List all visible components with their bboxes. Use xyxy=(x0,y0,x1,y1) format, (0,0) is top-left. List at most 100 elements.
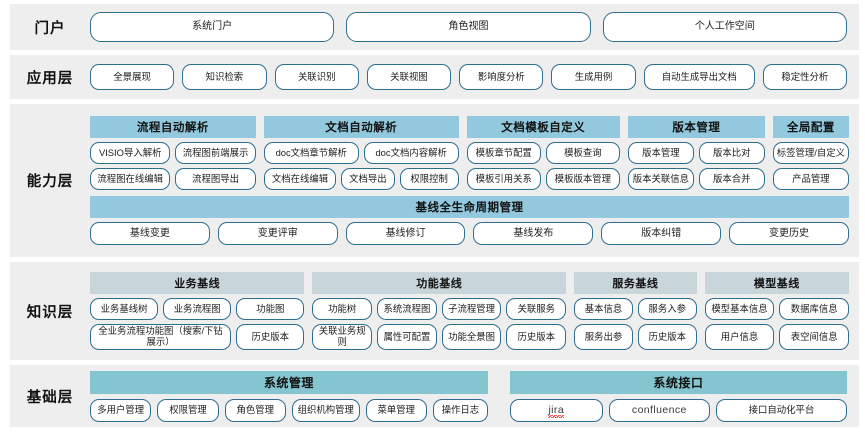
cap-item[interactable]: 流程图前端展示 xyxy=(175,142,256,164)
cap-item[interactable]: 版本管理 xyxy=(627,142,694,164)
know-item[interactable]: 历史版本 xyxy=(236,324,305,350)
cap-item[interactable]: doc文档内容解析 xyxy=(363,142,459,164)
layer-label-knowledge: 知识层 xyxy=(26,304,74,321)
base-item-confluence[interactable]: confluence xyxy=(608,398,710,422)
know-item[interactable]: 基本信息 xyxy=(574,298,633,320)
app-button-impact-analysis[interactable]: 影响度分析 xyxy=(459,64,544,90)
cap-item[interactable]: 版本比对 xyxy=(698,142,765,164)
knowledge-group-model-baseline: 模型基线 模型基本信息 数据库信息 用户信息 表空间信息 xyxy=(704,272,849,350)
layer-row-capability: 能力层 流程自动解析 VISIO导入解析 流程图前端展示 流程图在线编辑 流程图… xyxy=(10,104,859,257)
group-title: 全局配置 xyxy=(772,116,850,138)
spellcheck-underline-icon xyxy=(548,415,565,419)
cap-item[interactable]: 版本合并 xyxy=(698,168,765,190)
layer-row-knowledge: 知识层 业务基线 业务基线树 业务流程图 功能图 全业务流程功能图（搜索/下钻展… xyxy=(10,262,859,360)
knowledge-group-business-baseline: 业务基线 业务基线树 业务流程图 功能图 全业务流程功能图（搜索/下钻展示） 历… xyxy=(90,272,305,350)
layer-label-capability: 能力层 xyxy=(26,174,74,190)
portal-button-3[interactable]: 个人工作空间 xyxy=(602,12,847,42)
know-item[interactable]: 全业务流程功能图（搜索/下钻展示） xyxy=(90,324,232,350)
know-item[interactable]: 历史版本 xyxy=(506,324,567,350)
cap-item[interactable]: 模板章节配置 xyxy=(466,142,541,164)
know-item[interactable]: 关联服务 xyxy=(506,298,567,320)
know-item[interactable]: 属性可配置 xyxy=(377,324,437,350)
app-button-relation-recognition[interactable]: 关联识别 xyxy=(274,64,359,90)
know-item[interactable]: 数据库信息 xyxy=(779,298,849,320)
app-button-auto-export-doc[interactable]: 自动生成导出文档 xyxy=(643,64,755,90)
layer-row-foundation: 基础层 系统管理 多用户管理 权限管理 角色管理 组织机构管理 菜单管理 操作日… xyxy=(10,365,859,427)
group-title: 文档模板自定义 xyxy=(466,116,620,138)
group-title: 功能基线 xyxy=(312,272,567,294)
app-button-relation-view[interactable]: 关联视图 xyxy=(366,64,452,90)
know-item[interactable]: 用户信息 xyxy=(704,324,775,350)
cap-item[interactable]: 模板引用关系 xyxy=(466,168,541,190)
know-item[interactable]: 模型基本信息 xyxy=(704,298,775,320)
base-item-multi-user[interactable]: 多用户管理 xyxy=(90,398,152,422)
cap-item[interactable]: 产品管理 xyxy=(772,168,850,190)
cap-item[interactable]: 模板版本管理 xyxy=(545,168,620,190)
cap-item[interactable]: 流程图在线编辑 xyxy=(90,168,171,190)
cap-item[interactable]: 标签管理/自定义 xyxy=(772,142,850,164)
cap-item[interactable]: 文档在线编辑 xyxy=(263,168,337,190)
know-item[interactable]: 功能树 xyxy=(312,298,373,320)
band-item-change-history[interactable]: 变更历史 xyxy=(729,222,849,245)
cap-item[interactable]: VISIO导入解析 xyxy=(90,142,171,164)
band-item-version-correction[interactable]: 版本纠错 xyxy=(601,222,722,245)
cap-item[interactable]: 流程图导出 xyxy=(175,168,256,190)
know-item[interactable]: 历史版本 xyxy=(637,324,697,350)
capability-group-global-config: 全局配置 标签管理/自定义 产品管理 xyxy=(772,116,850,190)
band-item-baseline-change[interactable]: 基线变更 xyxy=(90,222,210,245)
base-item-api-platform[interactable]: 接口自动化平台 xyxy=(715,398,847,422)
know-item[interactable]: 服务出参 xyxy=(574,324,633,350)
group-title: 业务基线 xyxy=(90,272,305,294)
layer-body-application: 全景展现 知识检索 关联识别 关联视图 影响度分析 生成用例 自动生成导出文档 … xyxy=(90,55,859,99)
cap-item[interactable]: 模板查询 xyxy=(545,142,620,164)
know-item[interactable]: 业务基线树 xyxy=(90,298,159,320)
capability-band-baseline-lifecycle: 基线全生命周期管理 基线变更 变更评审 基线修订 基线发布 版本纠错 变更历史 xyxy=(90,196,849,245)
band-item-change-review[interactable]: 变更评审 xyxy=(217,222,338,245)
base-item-org[interactable]: 组织机构管理 xyxy=(291,398,360,422)
knowledge-group-service-baseline: 服务基线 基本信息 服务入参 服务出参 历史版本 xyxy=(574,272,697,350)
base-item-jira[interactable]: jira xyxy=(509,398,603,422)
capability-group-doc-parse: 文档自动解析 doc文档章节解析 doc文档内容解析 文档在线编辑 文档导出 权… xyxy=(263,116,459,190)
layer-row-portal: 门户 系统门户 角色视图 个人工作空间 xyxy=(10,4,859,50)
app-button-panorama[interactable]: 全景展现 xyxy=(90,64,175,90)
group-title: 模型基线 xyxy=(704,272,849,294)
capability-group-process-parse: 流程自动解析 VISIO导入解析 流程图前端展示 流程图在线编辑 流程图导出 xyxy=(90,116,256,190)
know-item[interactable]: 功能图 xyxy=(236,298,305,320)
group-title: 文档自动解析 xyxy=(263,116,459,138)
base-item-operation-log[interactable]: 操作日志 xyxy=(432,398,488,422)
capability-groups: 流程自动解析 VISIO导入解析 流程图前端展示 流程图在线编辑 流程图导出 文… xyxy=(90,116,850,190)
know-item[interactable]: 服务入参 xyxy=(637,298,697,320)
app-button-stability-analysis[interactable]: 稳定性分析 xyxy=(762,64,847,90)
band-item-baseline-release[interactable]: 基线发布 xyxy=(473,222,594,245)
app-button-knowledge-search[interactable]: 知识检索 xyxy=(182,64,267,90)
band-item-baseline-revision[interactable]: 基线修订 xyxy=(345,222,466,245)
layer-row-application: 应用层 全景展现 知识检索 关联识别 关联视图 影响度分析 生成用例 自动生成导… xyxy=(10,55,859,99)
group-title: 版本管理 xyxy=(627,116,765,138)
base-title: 系统管理 xyxy=(90,370,488,394)
know-item[interactable]: 业务流程图 xyxy=(163,298,232,320)
cap-item[interactable]: doc文档章节解析 xyxy=(263,142,359,164)
portal-button-1[interactable]: 系统门户 xyxy=(90,12,335,42)
portal-button-2[interactable]: 角色视图 xyxy=(346,12,591,42)
cap-item[interactable]: 权限控制 xyxy=(399,168,459,190)
base-item-permission[interactable]: 权限管理 xyxy=(157,398,219,422)
group-title: 服务基线 xyxy=(574,272,697,294)
know-item[interactable]: 功能全景图 xyxy=(441,324,502,350)
know-item[interactable]: 系统流程图 xyxy=(377,298,437,320)
foundation-col-system-interface: 系统接口 jira confluence 接口自动化平台 xyxy=(509,370,847,422)
base-item-menu[interactable]: 菜单管理 xyxy=(365,398,427,422)
cap-item[interactable]: 版本关联信息 xyxy=(627,168,694,190)
know-item[interactable]: 子流程管理 xyxy=(441,298,502,320)
layer-body-foundation: 系统管理 多用户管理 权限管理 角色管理 组织机构管理 菜单管理 操作日志 系统… xyxy=(90,365,859,427)
layer-label-application: 应用层 xyxy=(26,70,74,87)
knowledge-group-function-baseline: 功能基线 功能树 系统流程图 子流程管理 关联服务 关联业务规则 属性可配置 功… xyxy=(312,272,567,350)
cap-item[interactable]: 文档导出 xyxy=(341,168,395,190)
base-item-role[interactable]: 角色管理 xyxy=(224,398,286,422)
base-title: 系统接口 xyxy=(509,370,847,394)
app-button-generate-case[interactable]: 生成用例 xyxy=(551,64,636,90)
know-item[interactable]: 表空间信息 xyxy=(779,324,849,350)
knowledge-groups: 业务基线 业务基线树 业务流程图 功能图 全业务流程功能图（搜索/下钻展示） 历… xyxy=(90,272,849,350)
know-item[interactable]: 关联业务规则 xyxy=(312,324,373,350)
layer-label-foundation: 基础层 xyxy=(26,389,74,406)
